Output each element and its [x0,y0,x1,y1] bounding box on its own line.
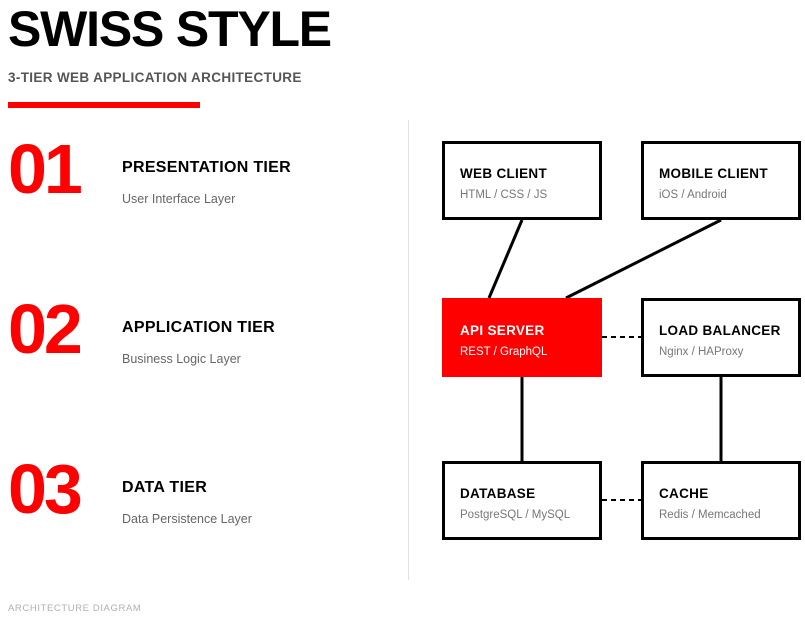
node-title: CACHE [659,486,709,501]
tier-number: 03 [8,450,83,528]
footer-label: ARCHITECTURE DIAGRAM [8,603,142,614]
tier-name: APPLICATION TIER [122,319,275,336]
header: SWISS STYLE 3-TIER WEB APPLICATION ARCHI… [8,4,428,108]
vertical-divider [408,120,409,580]
tier-name: DATA TIER [122,479,208,496]
tier-number: 01 [8,130,83,208]
node-cache[interactable]: CACHE Redis / Memcached [641,461,801,540]
page-title: SWISS STYLE [8,1,332,57]
node-title: LOAD BALANCER [659,323,781,338]
tier-name: PRESENTATION TIER [122,159,291,176]
node-api-server[interactable]: API SERVER REST / GraphQL [442,298,602,377]
node-load-balancer[interactable]: LOAD BALANCER Nginx / HAProxy [641,298,801,377]
page-subtitle: 3-TIER WEB APPLICATION ARCHITECTURE [8,70,302,85]
connector-web-client-to-api-server [487,219,524,299]
node-database[interactable]: DATABASE PostgreSQL / MySQL [442,461,602,540]
node-subtitle: PostgreSQL / MySQL [460,509,571,521]
node-subtitle: REST / GraphQL [460,346,548,358]
node-title: MOBILE CLIENT [659,166,768,181]
connector-mobile-client-to-api-server [565,218,722,300]
accent-bar [8,102,200,108]
tier-text-group: PRESENTATION TIER User Interface Layer [122,159,291,206]
tier-number: 02 [8,290,83,368]
tier-text-group: DATA TIER Data Persistence Layer [122,479,252,526]
tier-text-group: APPLICATION TIER Business Logic Layer [122,319,275,366]
node-mobile-client[interactable]: MOBILE CLIENT iOS / Android [641,141,801,220]
node-web-client[interactable]: WEB CLIENT HTML / CSS / JS [442,141,602,220]
tier-description: User Interface Layer [122,192,236,206]
tier-row: 03 DATA TIER Data Persistence Layer [0,450,400,617]
tier-row: 02 APPLICATION TIER Business Logic Layer [0,290,400,457]
tier-description: Data Persistence Layer [122,512,252,526]
node-subtitle: Redis / Memcached [659,509,761,521]
node-title: API SERVER [460,323,545,338]
node-title: WEB CLIENT [460,166,547,181]
node-subtitle: Nginx / HAProxy [659,346,744,358]
tier-description: Business Logic Layer [122,352,241,366]
node-title: DATABASE [460,486,536,501]
node-subtitle: HTML / CSS / JS [460,189,548,201]
tier-row: 01 PRESENTATION TIER User Interface Layer [0,130,400,297]
node-subtitle: iOS / Android [659,189,727,201]
